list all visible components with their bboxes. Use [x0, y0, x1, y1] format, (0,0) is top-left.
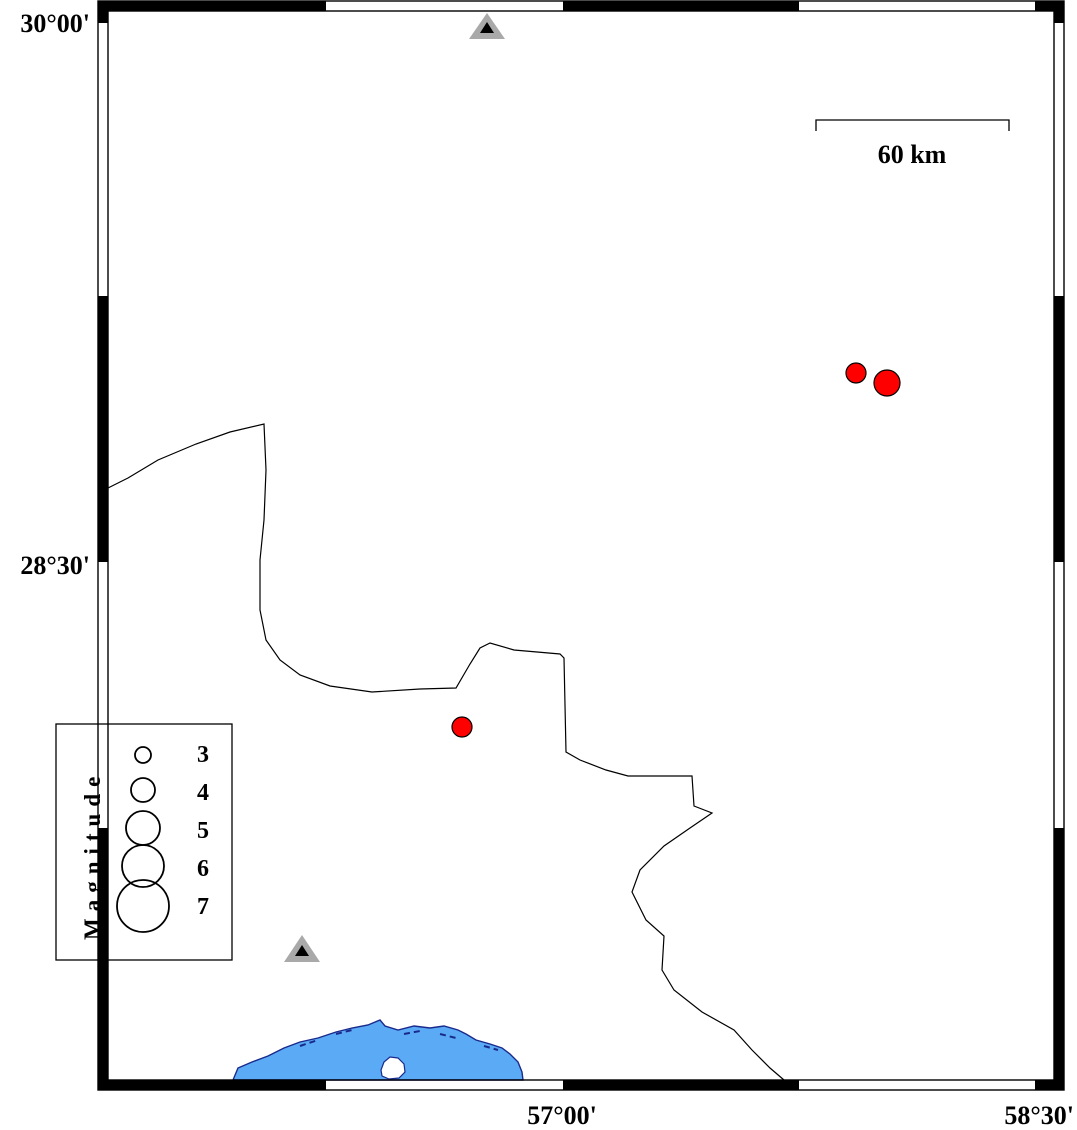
map-area: [108, 11, 1054, 1080]
legend-magnitude-label: 3: [197, 742, 209, 768]
lat-label: 28°30': [20, 551, 90, 580]
scale-bar-label: 60 km: [878, 140, 947, 169]
legend-circle: [134, 746, 152, 764]
earthquake-marker[interactable]: [873, 369, 901, 397]
legend-magnitude-label: 6: [197, 856, 209, 882]
earthquake-marker[interactable]: [845, 362, 867, 384]
station-triangle-icon[interactable]: [284, 935, 320, 962]
map-frame: [97, 0, 1065, 1091]
lon-label: 57°00': [527, 1101, 597, 1130]
lat-label: 30°00': [20, 9, 90, 38]
legend-circle: [121, 844, 165, 888]
legend-magnitude-label: 5: [197, 818, 209, 844]
legend-magnitude-label: 4: [197, 780, 209, 806]
boundary-line: [107, 423, 785, 1081]
legend-circle: [130, 777, 156, 803]
magnitude-legend: Magnitude 3 4 5 6 7: [55, 723, 233, 961]
earthquake-marker[interactable]: [451, 716, 473, 738]
station-triangle-icon[interactable]: [469, 13, 505, 39]
legend-circle: [116, 879, 170, 933]
legend-magnitude-label: 7: [197, 894, 209, 920]
scale-bar: 60 km: [815, 119, 1010, 169]
water-body: [231, 1019, 524, 1081]
island: [380, 1056, 406, 1080]
lon-label: 58°30': [1004, 1101, 1074, 1130]
